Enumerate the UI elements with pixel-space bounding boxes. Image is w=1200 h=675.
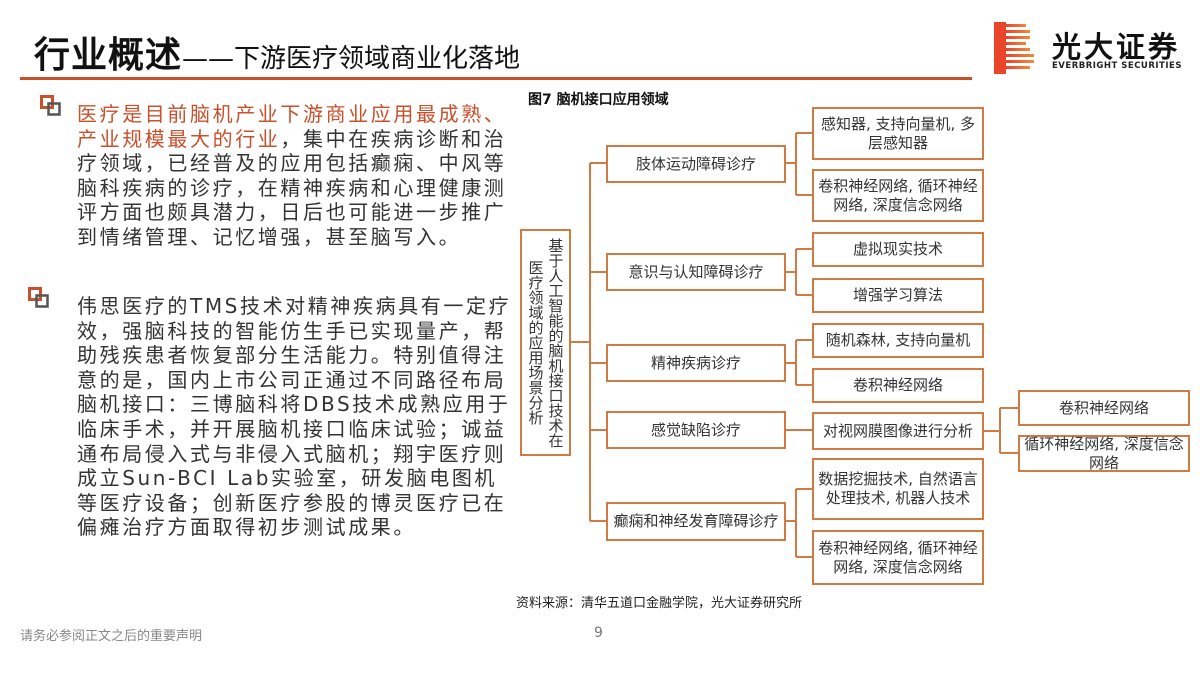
bullet-icon: [40, 95, 61, 116]
logo-name-cn: 光大证券: [1052, 30, 1181, 64]
bullet-icon: [28, 287, 49, 308]
paragraph-2: 伟思医疗的TMS技术对精神疾病具有一定疗效，强脑科技的智能仿生手已实现量产，帮助…: [77, 294, 517, 540]
category-sensory-deficit: 感觉缺陷诊疗: [606, 411, 786, 449]
category-consciousness-cognition: 意识与认知障碍诊疗: [606, 253, 786, 291]
method-box: 感知器, 支持向量机, 多层感知器: [812, 107, 984, 160]
method-box: 卷积神经网络, 循环神经网络, 深度信念网络: [812, 530, 984, 585]
method-box: 卷积神经网络: [812, 368, 984, 403]
page-number: 9: [594, 625, 603, 641]
paragraph-1-highlight: 医疗是目前脑机产业下游商业应用最成熟、产业规模最大的行业: [77, 102, 507, 151]
figure-title: 图7 脑机接口应用领域: [528, 92, 669, 108]
sub-method-box: 卷积神经网络: [1018, 390, 1190, 426]
sub-method-box: 循环神经网络, 深度信念网络: [1018, 435, 1190, 472]
logo-name-en: EVERBRIGHT SECURITIES: [1052, 61, 1182, 71]
method-box: 对视网膜图像进行分析: [812, 412, 984, 450]
method-box: 增强学习算法: [812, 278, 984, 313]
paragraph-2-text: 伟思医疗的TMS技术对精神疾病具有一定疗效，强脑科技的智能仿生手已实现量产，帮助…: [77, 294, 512, 540]
company-logo: 光大证券 EVERBRIGHT SECURITIES: [990, 20, 1190, 76]
method-box: 卷积神经网络, 循环神经网络, 深度信念网络: [812, 169, 984, 222]
footer-disclaimer: 请务必参阅正文之后的重要声明: [20, 629, 203, 644]
paragraph-1-text: ，集中在疾病诊断和治疗领域，已经普及的应用包括癫痫、中风等脑科疾病的诊疗，在精神…: [77, 126, 507, 249]
title-main: 行业概述: [34, 35, 183, 76]
title-divider: [20, 77, 972, 80]
category-limb-motor: 肢体运动障碍诊疗: [606, 145, 786, 183]
category-epilepsy-neurodevelopment: 癫痫和神经发育障碍诊疗: [606, 502, 786, 541]
page-title: 行业概述——下游医疗领域商业化落地: [34, 26, 520, 78]
title-sub: ——下游医疗领域商业化落地: [182, 44, 521, 74]
category-mental-illness: 精神疾病诊疗: [606, 344, 786, 382]
method-box: 随机森林, 支持向量机: [812, 323, 984, 358]
tree-root: 基于人工智能的脑机接口技术在医疗领域的应用场景分析: [520, 229, 571, 456]
everbright-logo-icon: [994, 22, 1034, 74]
paragraph-1: 医疗是目前脑机产业下游商业应用最成熟、产业规模最大的行业，集中在疾病诊断和治疗领…: [77, 102, 517, 250]
method-box: 数据挖掘技术, 自然语言处理技术, 机器人技术: [812, 458, 984, 520]
method-box: 虚拟现实技术: [812, 232, 984, 267]
figure-source: 资料来源：清华五道口金融学院，光大证券研究所: [516, 596, 803, 611]
